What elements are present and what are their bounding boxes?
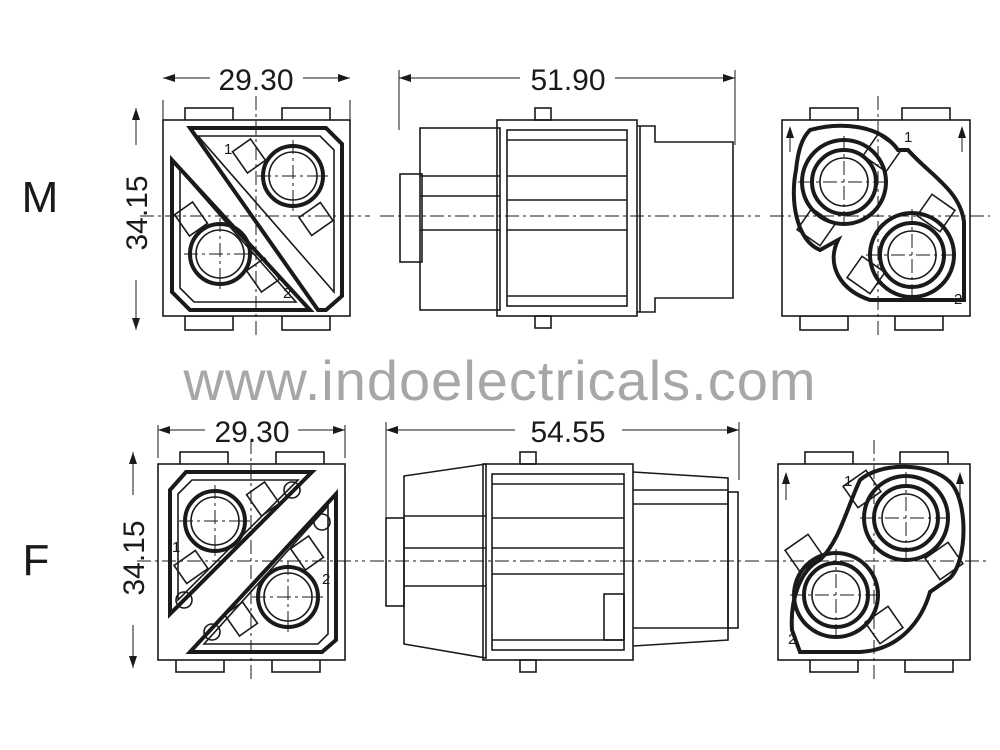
row-label-m: M (22, 173, 59, 222)
f-side-view: 54.55 (370, 416, 760, 673)
m-width-dimension: 29.30 (218, 64, 293, 97)
m-side-view: 51.90 (380, 64, 760, 329)
f-rear-pin-1: 1 (844, 473, 852, 490)
row-label-f: F (23, 536, 50, 585)
f-height-dimension: 34.15 (118, 520, 151, 595)
m-front-pin-2: 2 (283, 285, 291, 302)
f-rear-pin-2: 2 (788, 631, 796, 648)
watermark-text: www.indoelectricals.com (183, 349, 817, 412)
f-front-view: 29.30 34.15 1 2 (118, 416, 365, 680)
f-length-dimension: 54.55 (530, 416, 605, 449)
m-height-dimension: 34.15 (121, 175, 154, 250)
f-width-dimension: 29.30 (214, 416, 289, 449)
m-length-dimension: 51.90 (530, 64, 605, 97)
m-front-pin-1: 1 (224, 141, 232, 158)
m-front-view: 29.30 34.15 1 2 (121, 64, 370, 335)
m-rear-view: 1 2 (770, 96, 990, 335)
f-front-pin-2: 2 (322, 571, 330, 588)
f-front-pin-1: 1 (172, 539, 180, 556)
m-rear-pin-1: 1 (904, 129, 912, 146)
m-rear-pin-2: 2 (954, 291, 962, 308)
f-rear-view: 1 2 (765, 440, 990, 680)
